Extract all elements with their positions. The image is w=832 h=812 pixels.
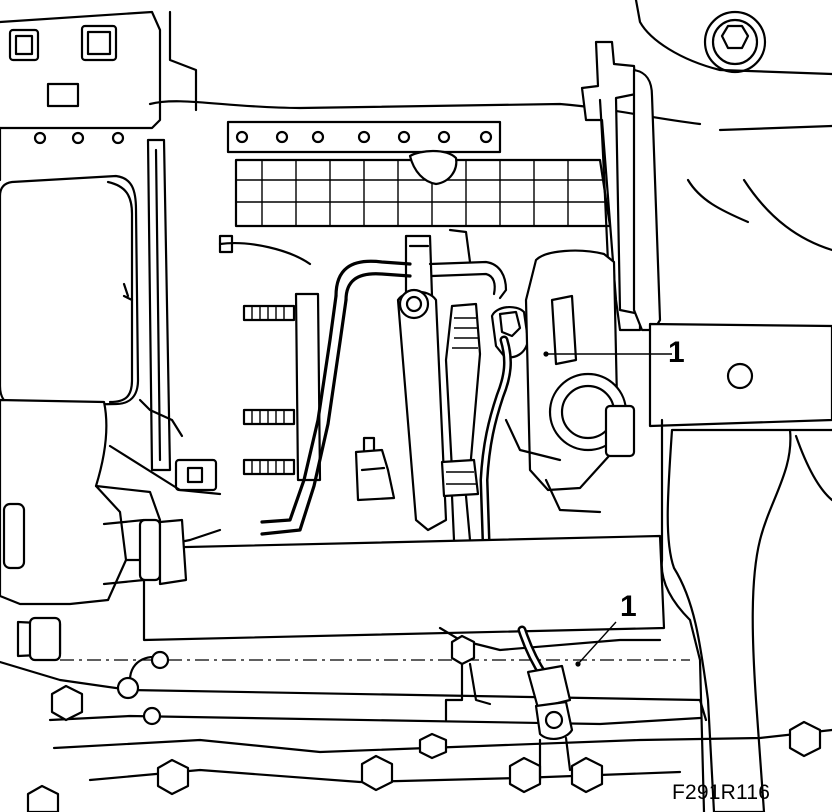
crossmember-beam [102,518,666,642]
engine-mount-left [0,138,222,606]
callout-label-upper: 1 [668,336,685,369]
engine-block-top-left [0,10,198,182]
threaded-studs [242,292,322,482]
small-fittings [174,234,396,502]
callout-leader-lower [577,621,617,665]
callout-label-lower: 1 [620,590,637,623]
lower-oil-pan [0,616,832,812]
right-subframe-casting [648,322,832,812]
figure-reference-code: F291R116 [672,781,771,804]
link-arm [396,288,448,532]
turbo-bracket [504,249,636,514]
callout-dot-upper [543,351,549,357]
sensor-and-harness [440,302,530,545]
transmission-housing-top-right [634,0,832,252]
callout-dot-lower [575,661,581,667]
